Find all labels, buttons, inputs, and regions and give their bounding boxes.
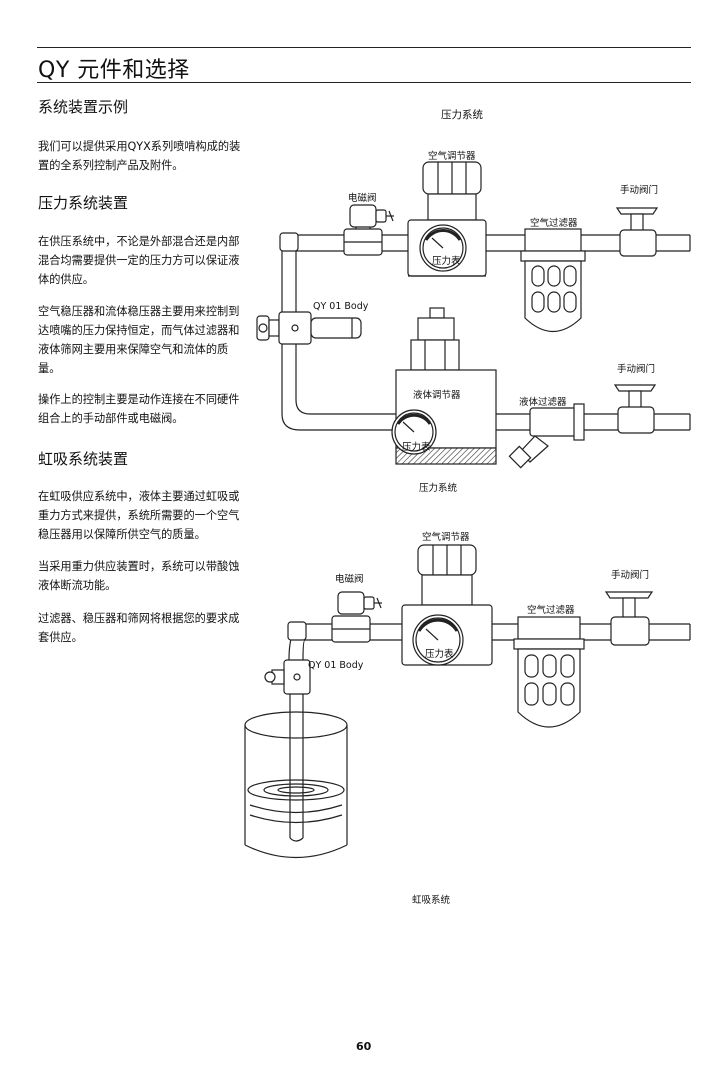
siphon-system-caption: 虹吸系统 (412, 894, 451, 906)
label-siphon-solenoid: 电磁阀 (335, 573, 364, 585)
siphon-system-labels: 空气调节器 电磁阀 手动阀门 空气过滤器 压力表 QY 01 Body 虹吸系统 (308, 531, 649, 906)
pressure-system-diagram (256, 161, 691, 469)
label-liquid-filter: 液体过滤器 (519, 396, 567, 408)
section-text-pressure-3: 操作上的控制主要是动作连接在不同硬件组合上的手动部件或电磁阀。 (38, 390, 246, 428)
label-gauge-top: 压力表 (432, 255, 461, 267)
manual-valve-top (615, 207, 659, 257)
section-title-examples: 系统装置示例 (38, 98, 129, 116)
label-siphon-gauge: 压力表 (425, 648, 454, 660)
header-rule-top (37, 47, 691, 48)
qy-body-nozzle (256, 311, 362, 345)
section-text-siphon-3: 过滤器、稳压器和筛网将根据您的要求成套供应。 (38, 609, 246, 647)
label-gauge-bottom: 压力表 (402, 441, 431, 453)
siphon-system-diagram (244, 544, 691, 858)
air-filter (520, 228, 586, 332)
pressure-system-labels: 压力系统 空气调节器 电磁阀 手动阀门 空气过滤器 压力表 QY 01 Body… (313, 108, 658, 494)
label-siphon-air-regulator: 空气调节器 (422, 531, 470, 543)
pressure-system-caption: 压力系统 (441, 108, 483, 121)
paragraph: 空气稳压器和流体稳压器主要用来控制到达喷嘴的压力保持恒定，而气体过滤器和液体筛网… (38, 305, 240, 375)
siphon-qy-body (264, 659, 311, 842)
section-title-pressure: 压力系统装置 (38, 194, 129, 212)
siphon-air-filter (513, 616, 585, 728)
page-number: 60 (356, 1040, 372, 1053)
pressure-gauge-top (419, 224, 467, 272)
paragraph: 当采用重力供应装置时，系统可以带酸蚀液体断流功能。 (38, 560, 240, 592)
pressure-gauge-bottom (391, 409, 437, 455)
section-text-siphon-1: 在虹吸供应系统中，液体主要通过虹吸或重力方式来提供，系统所需要的一个空气稳压器用… (38, 487, 246, 544)
paragraph: 在虹吸供应系统中，液体主要通过虹吸或重力方式来提供，系统所需要的一个空气稳压器用… (38, 490, 240, 541)
paragraph: 在供压系统中，不论是外部混合还是内部混合均需要提供一定的压力方可以保证液体的供应… (38, 235, 240, 286)
manual-valve-bottom (613, 384, 657, 434)
paragraph: 过滤器、稳压器和筛网将根据您的要求成套供应。 (38, 612, 240, 644)
section-text-pressure-1: 在供压系统中，不论是外部混合还是内部混合均需要提供一定的压力方可以保证液体的供应… (38, 232, 246, 289)
paragraph: 操作上的控制主要是动作连接在不同硬件组合上的手动部件或电磁阀。 (38, 393, 240, 425)
liquid-pipe (281, 399, 691, 431)
siphon-pressure-gauge (412, 614, 464, 666)
label-manual-valve-top: 手动阀门 (620, 184, 658, 196)
liquid-tank (244, 711, 348, 858)
section-text-siphon-2: 当采用重力供应装置时，系统可以带酸蚀液体断流功能。 (38, 557, 246, 595)
solenoid-valve (343, 204, 394, 256)
section-text-pressure-2: 空气稳压器和流体稳压器主要用来控制到达喷嘴的压力保持恒定，而气体过滤器和液体筛网… (38, 302, 246, 378)
section-title-siphon: 虹吸系统装置 (38, 450, 129, 468)
siphon-manual-valve (604, 591, 654, 646)
label-qy-body-top: QY 01 Body (313, 301, 369, 312)
label-liquid-regulator: 液体调节器 (413, 389, 461, 401)
label-air-regulator: 空气调节器 (428, 150, 476, 162)
liquid-filter (508, 403, 585, 469)
label-siphon-air-filter: 空气过滤器 (527, 604, 575, 616)
label-manual-valve-bottom: 手动阀门 (617, 363, 655, 375)
label-solenoid: 电磁阀 (348, 192, 377, 204)
paragraph: 我们可以提供采用QYX系列喷啃构成的装置的全系列控制产品及附件。 (38, 140, 241, 172)
page-title: QY 元件和选择 (38, 58, 190, 83)
section-text-examples: 我们可以提供采用QYX系列喷啃构成的装置的全系列控制产品及附件。 (38, 137, 246, 175)
siphon-solenoid-valve (331, 591, 382, 643)
label-air-filter: 空气过滤器 (530, 217, 578, 229)
pressure-system-bottom-caption: 压力系统 (419, 482, 458, 494)
header-rule-bottom (37, 82, 691, 83)
label-siphon-qy-body: QY 01 Body (308, 660, 364, 671)
label-siphon-manual-valve: 手动阀门 (611, 569, 649, 581)
